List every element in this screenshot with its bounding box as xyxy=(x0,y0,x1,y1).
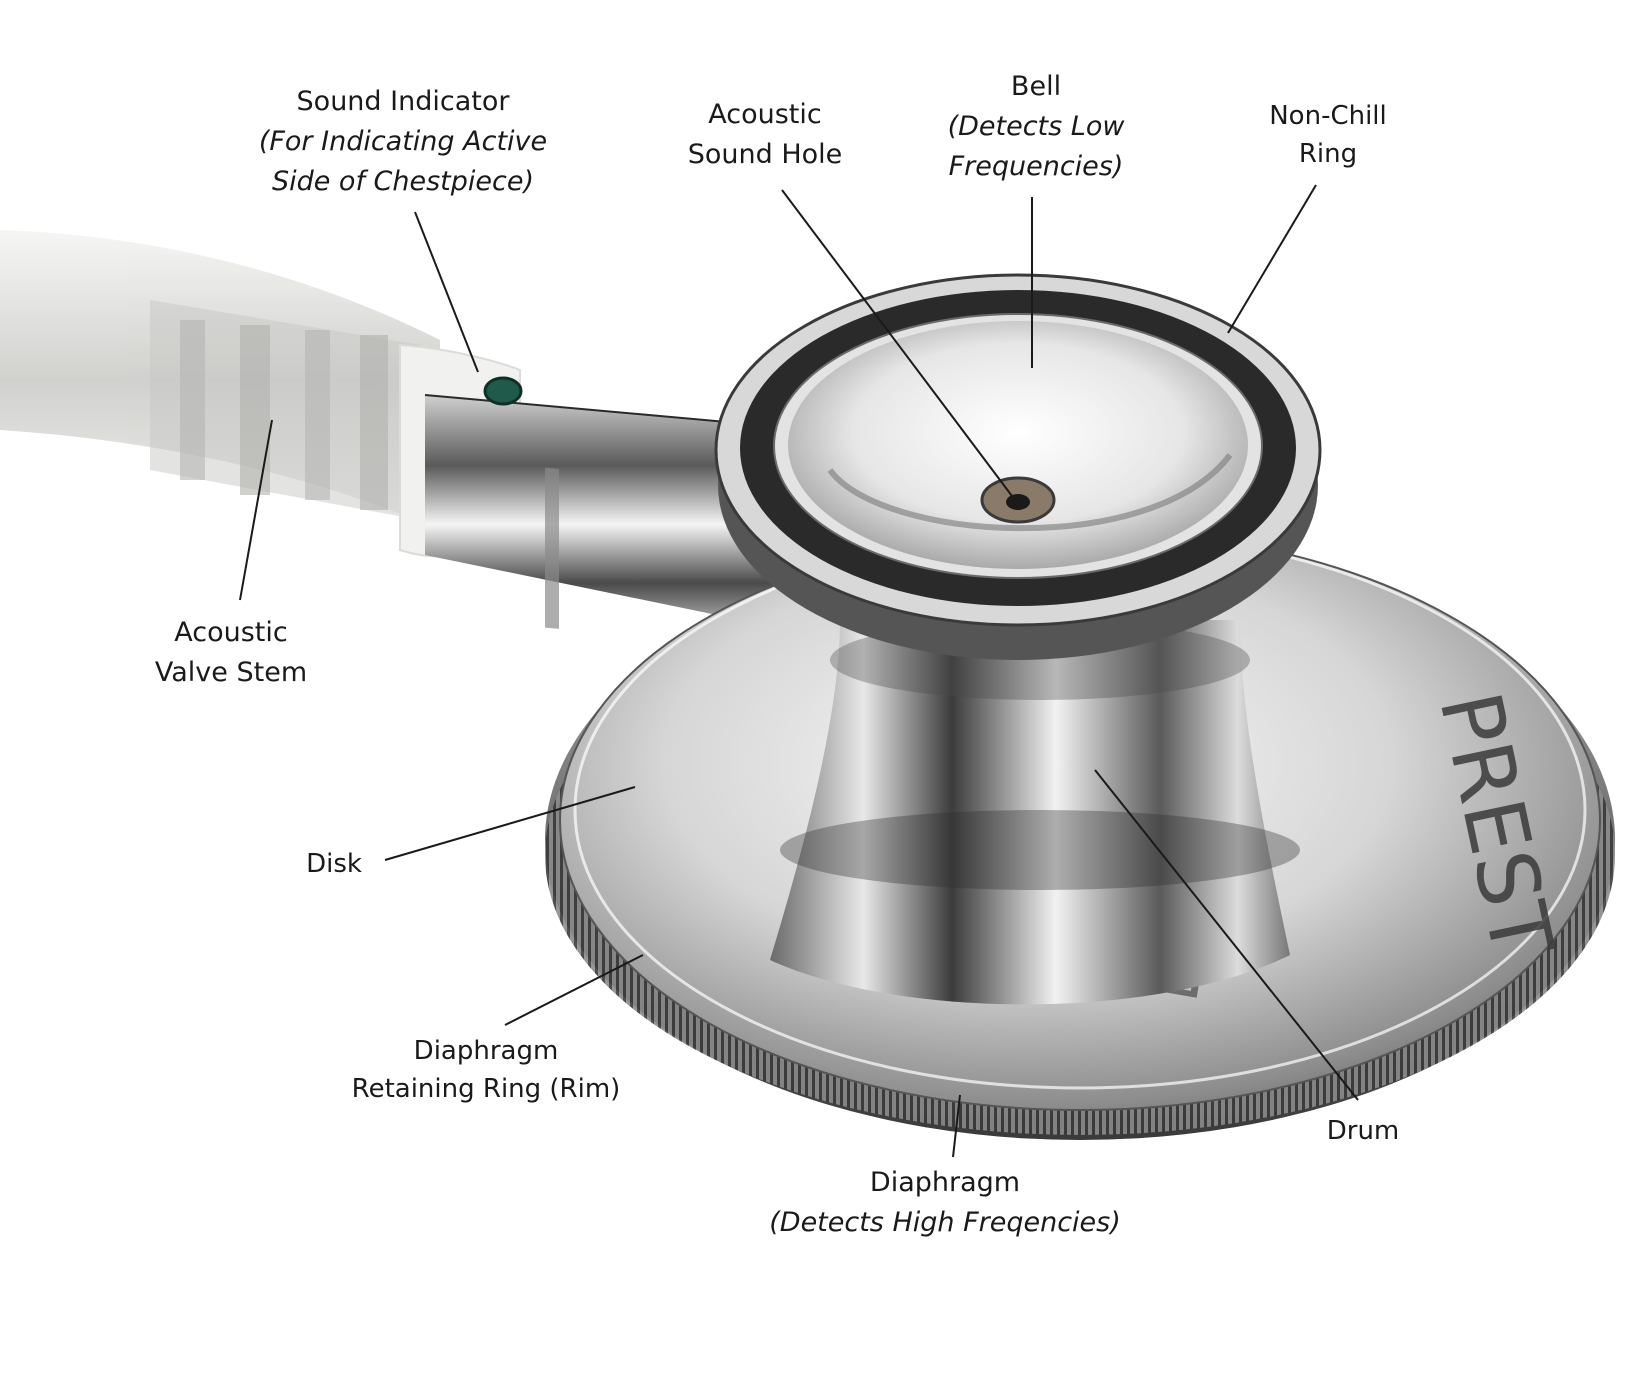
label-drum: Drum xyxy=(1327,1112,1400,1150)
label-retaining-ring-line1: Diaphragm xyxy=(413,1036,559,1066)
label-retaining-ring-line2: Retaining Ring (Rim) xyxy=(351,1074,621,1104)
leader-sound-hole xyxy=(781,189,1016,501)
label-diaphragm-title: Diaphragm xyxy=(869,1167,1021,1198)
leader-retaining-ring xyxy=(504,954,644,1026)
label-disk: Disk xyxy=(306,845,362,883)
label-acoustic-sound-hole: Acoustic Sound Hole xyxy=(688,95,843,175)
leader-diaphragm xyxy=(952,1094,961,1158)
label-bell-sub1: (Detects Low xyxy=(947,111,1125,142)
leader-non-chill-ring xyxy=(1227,184,1317,334)
label-sound-indicator-sub2: Side of Chestpiece) xyxy=(271,166,535,197)
label-diaphragm: Diaphragm (Detects High Freqencies) xyxy=(769,1163,1121,1243)
bell-cup xyxy=(788,321,1248,569)
leader-drum xyxy=(1094,769,1359,1101)
label-drum-title: Drum xyxy=(1326,1116,1400,1146)
label-bell: Bell (Detects Low Frequencies) xyxy=(948,67,1125,187)
label-non-chill-line2: Ring xyxy=(1298,139,1358,169)
label-acoustic-valve-stem: Acoustic Valve Stem xyxy=(155,613,307,693)
label-valve-stem-line2: Valve Stem xyxy=(154,657,308,688)
label-valve-stem-line1: Acoustic xyxy=(174,617,288,648)
leader-lines xyxy=(239,184,1359,1158)
label-sound-hole-line1: Acoustic xyxy=(708,99,822,130)
label-sound-indicator-sub1: (For Indicating Active xyxy=(258,126,548,157)
drum xyxy=(770,620,1300,1005)
label-sound-indicator-title: Sound Indicator xyxy=(296,86,510,117)
bell-head xyxy=(714,273,1322,660)
label-bell-title: Bell xyxy=(1010,71,1062,102)
leader-disk xyxy=(384,786,636,861)
label-retaining-ring: Diaphragm Retaining Ring (Rim) xyxy=(352,1032,621,1108)
label-bell-sub2: Frequencies) xyxy=(948,151,1124,182)
leader-valve-stem xyxy=(239,419,273,601)
label-sound-indicator: Sound Indicator (For Indicating Active S… xyxy=(259,82,547,202)
valve-stem xyxy=(424,394,790,630)
sound-indicator-dot xyxy=(483,376,523,406)
label-disk-title: Disk xyxy=(306,849,362,879)
label-diaphragm-sub: (Detects High Freqencies) xyxy=(769,1207,1121,1238)
label-non-chill-line1: Non-Chill xyxy=(1269,101,1387,131)
label-sound-hole-line2: Sound Hole xyxy=(687,139,843,170)
leader-sound-indicator xyxy=(414,211,479,373)
label-non-chill-ring: Non-Chill Ring xyxy=(1269,97,1387,173)
